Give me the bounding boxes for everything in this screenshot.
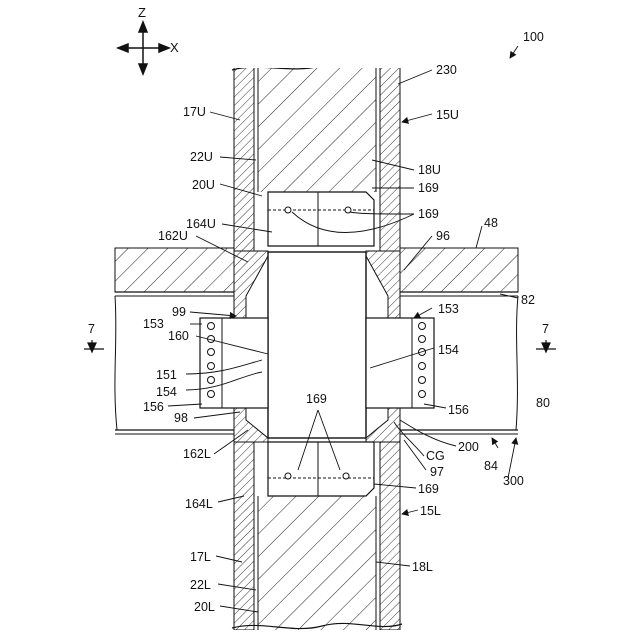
label-99: 99 (172, 305, 186, 319)
label-154-right: 154 (438, 343, 459, 357)
label-7-right: 7 (542, 322, 549, 336)
label-22L: 22L (190, 578, 211, 592)
label-169-lower-b: 169 (418, 482, 439, 496)
label-20L: 20L (194, 600, 215, 614)
label-84: 84 (484, 459, 498, 473)
label-18U: 18U (418, 163, 441, 177)
label-162L: 162L (183, 447, 211, 461)
label-300: 300 (503, 474, 524, 488)
label-98: 98 (174, 411, 188, 425)
label-15L: 15L (420, 504, 441, 518)
label-154-left: 154 (156, 385, 177, 399)
label-160: 160 (168, 329, 189, 343)
label-17L: 17L (190, 550, 211, 564)
label-153-right: 153 (438, 302, 459, 316)
label-164L: 164L (185, 497, 213, 511)
label-169-upper-b: 169 (418, 207, 439, 221)
label-80: 80 (536, 396, 550, 410)
label-20U: 20U (192, 178, 215, 192)
label-200: 200 (458, 440, 479, 454)
label-151: 151 (156, 368, 177, 382)
label-CG: CG (426, 449, 445, 463)
label-156-left: 156 (143, 400, 164, 414)
label-230: 230 (436, 63, 457, 77)
label-97: 97 (430, 465, 444, 479)
label-22U: 22U (190, 150, 213, 164)
label-164U: 164U (186, 217, 216, 231)
label-169-upper-a: 169 (418, 181, 439, 195)
label-169-lower-a: 169 (306, 392, 327, 406)
axis-z-label: Z (138, 6, 146, 20)
label-156-right: 156 (448, 403, 469, 417)
label-7-left: 7 (88, 322, 95, 336)
label-15U: 15U (436, 108, 459, 122)
figure-reference-numeral: 100 (523, 30, 544, 44)
label-48: 48 (484, 216, 498, 230)
axis-x-label: X (170, 41, 179, 55)
label-153-left: 153 (143, 317, 164, 331)
label-162U: 162U (158, 229, 188, 243)
label-82: 82 (521, 293, 535, 307)
label-96: 96 (436, 229, 450, 243)
label-18L: 18L (412, 560, 433, 574)
label-17U: 17U (183, 105, 206, 119)
